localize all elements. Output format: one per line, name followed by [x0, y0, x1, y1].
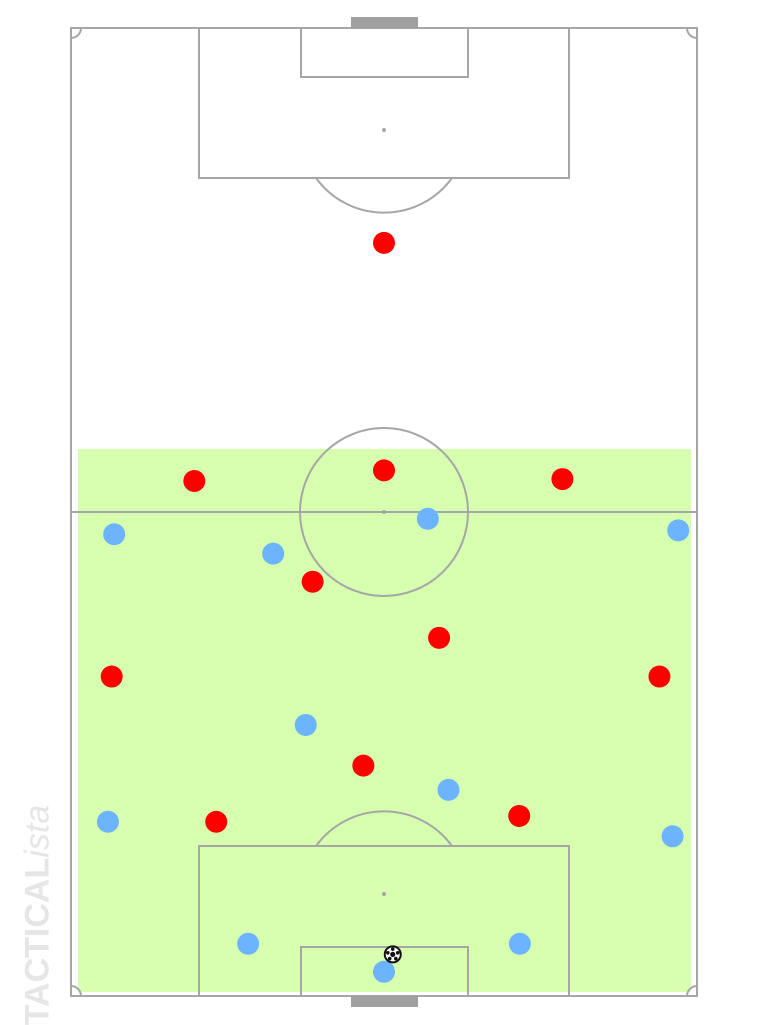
- red-player-11: [508, 804, 531, 827]
- blue-player-8: [661, 825, 684, 848]
- top-penalty-arc: [315, 177, 453, 214]
- blue-player-10: [508, 932, 531, 955]
- red-player-5: [301, 570, 324, 593]
- corner-arc-bottom-left: [70, 985, 82, 997]
- blue-player-3: [262, 542, 285, 565]
- red-player-6: [428, 626, 451, 649]
- watermark-italic-text: ista: [18, 804, 57, 858]
- top-penalty-area: [198, 27, 570, 179]
- blue-player-7: [96, 810, 119, 833]
- red-player-1: [373, 231, 395, 254]
- top-penalty-spot: [382, 128, 386, 132]
- blue-player-11: [373, 960, 395, 983]
- blue-player-1: [416, 507, 439, 530]
- centre-circle: [299, 427, 469, 597]
- watermark-bold-text: TACTICAL: [18, 857, 57, 1025]
- red-player-10: [205, 810, 228, 833]
- red-player-9: [352, 754, 375, 777]
- blue-player-6: [437, 778, 460, 801]
- blue-player-9: [237, 932, 260, 955]
- corner-arc-top-right: [686, 27, 698, 39]
- team-red-players: [100, 231, 671, 833]
- tacticalista-watermark: TACTICALista: [19, 805, 58, 1025]
- red-player-3: [373, 459, 395, 482]
- blue-player-2: [103, 523, 126, 546]
- top-goal: [351, 17, 418, 28]
- highlight-zone: [78, 449, 691, 992]
- bottom-penalty-arc: [315, 810, 453, 847]
- corner-arc-top-left: [70, 27, 82, 39]
- top-six-yard-box: [300, 27, 469, 78]
- team-blue-players: [96, 507, 690, 983]
- blue-player-4: [667, 519, 690, 542]
- bottom-goal: [351, 996, 418, 1007]
- red-player-4: [551, 468, 574, 491]
- bottom-penalty-spot: [382, 892, 386, 896]
- red-player-2: [183, 470, 206, 493]
- ball-icon: [383, 945, 402, 964]
- centre-spot: [382, 510, 386, 514]
- corner-arc-bottom-right: [686, 985, 698, 997]
- red-player-8: [648, 665, 671, 688]
- blue-player-5: [294, 713, 317, 736]
- ball-layer: [383, 945, 402, 964]
- red-player-7: [100, 665, 123, 688]
